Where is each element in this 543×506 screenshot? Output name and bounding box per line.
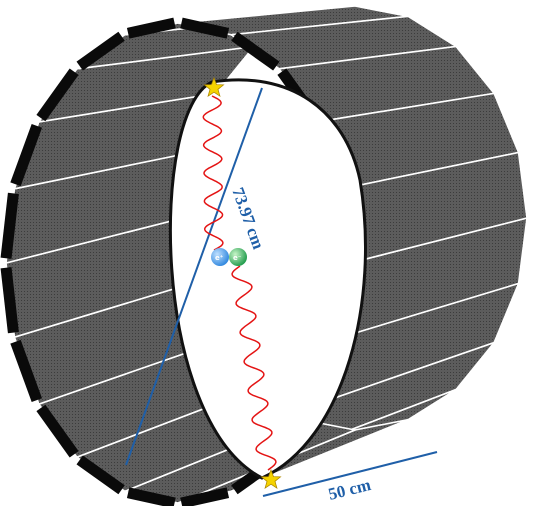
crystal-block-edge — [231, 31, 280, 71]
crystal-block-edge — [180, 17, 230, 39]
crystal-block-edge — [0, 267, 19, 334]
electron-particle — [229, 248, 247, 266]
crystal-block-edge — [76, 31, 125, 71]
diameter-dimension-line — [125, 87, 263, 466]
crystal-block-edge — [10, 123, 43, 187]
crystal-block-edge — [126, 487, 176, 506]
detection-star-bottom-icon — [260, 468, 282, 490]
electron-label: e⁻ — [233, 254, 242, 262]
gamma-photon-wave-upper — [202, 95, 224, 251]
crystal-block-edge — [36, 68, 79, 122]
crystal-block-edge — [36, 404, 79, 458]
crystal-block-edge — [10, 339, 43, 403]
detector-bore-opening — [168, 78, 367, 480]
length-label: 50 cm — [326, 475, 372, 504]
crystal-block-edge — [0, 192, 19, 259]
gamma-photon-wave-lower — [231, 265, 277, 471]
length-dimension-line — [262, 451, 438, 497]
crystal-block-edge — [126, 17, 176, 39]
detection-star-top-icon — [203, 76, 225, 98]
positron-label: e⁺ — [215, 254, 224, 262]
positron-particle — [211, 248, 229, 266]
crystal-block-edge — [76, 455, 125, 495]
crystal-block-edge — [180, 487, 230, 506]
